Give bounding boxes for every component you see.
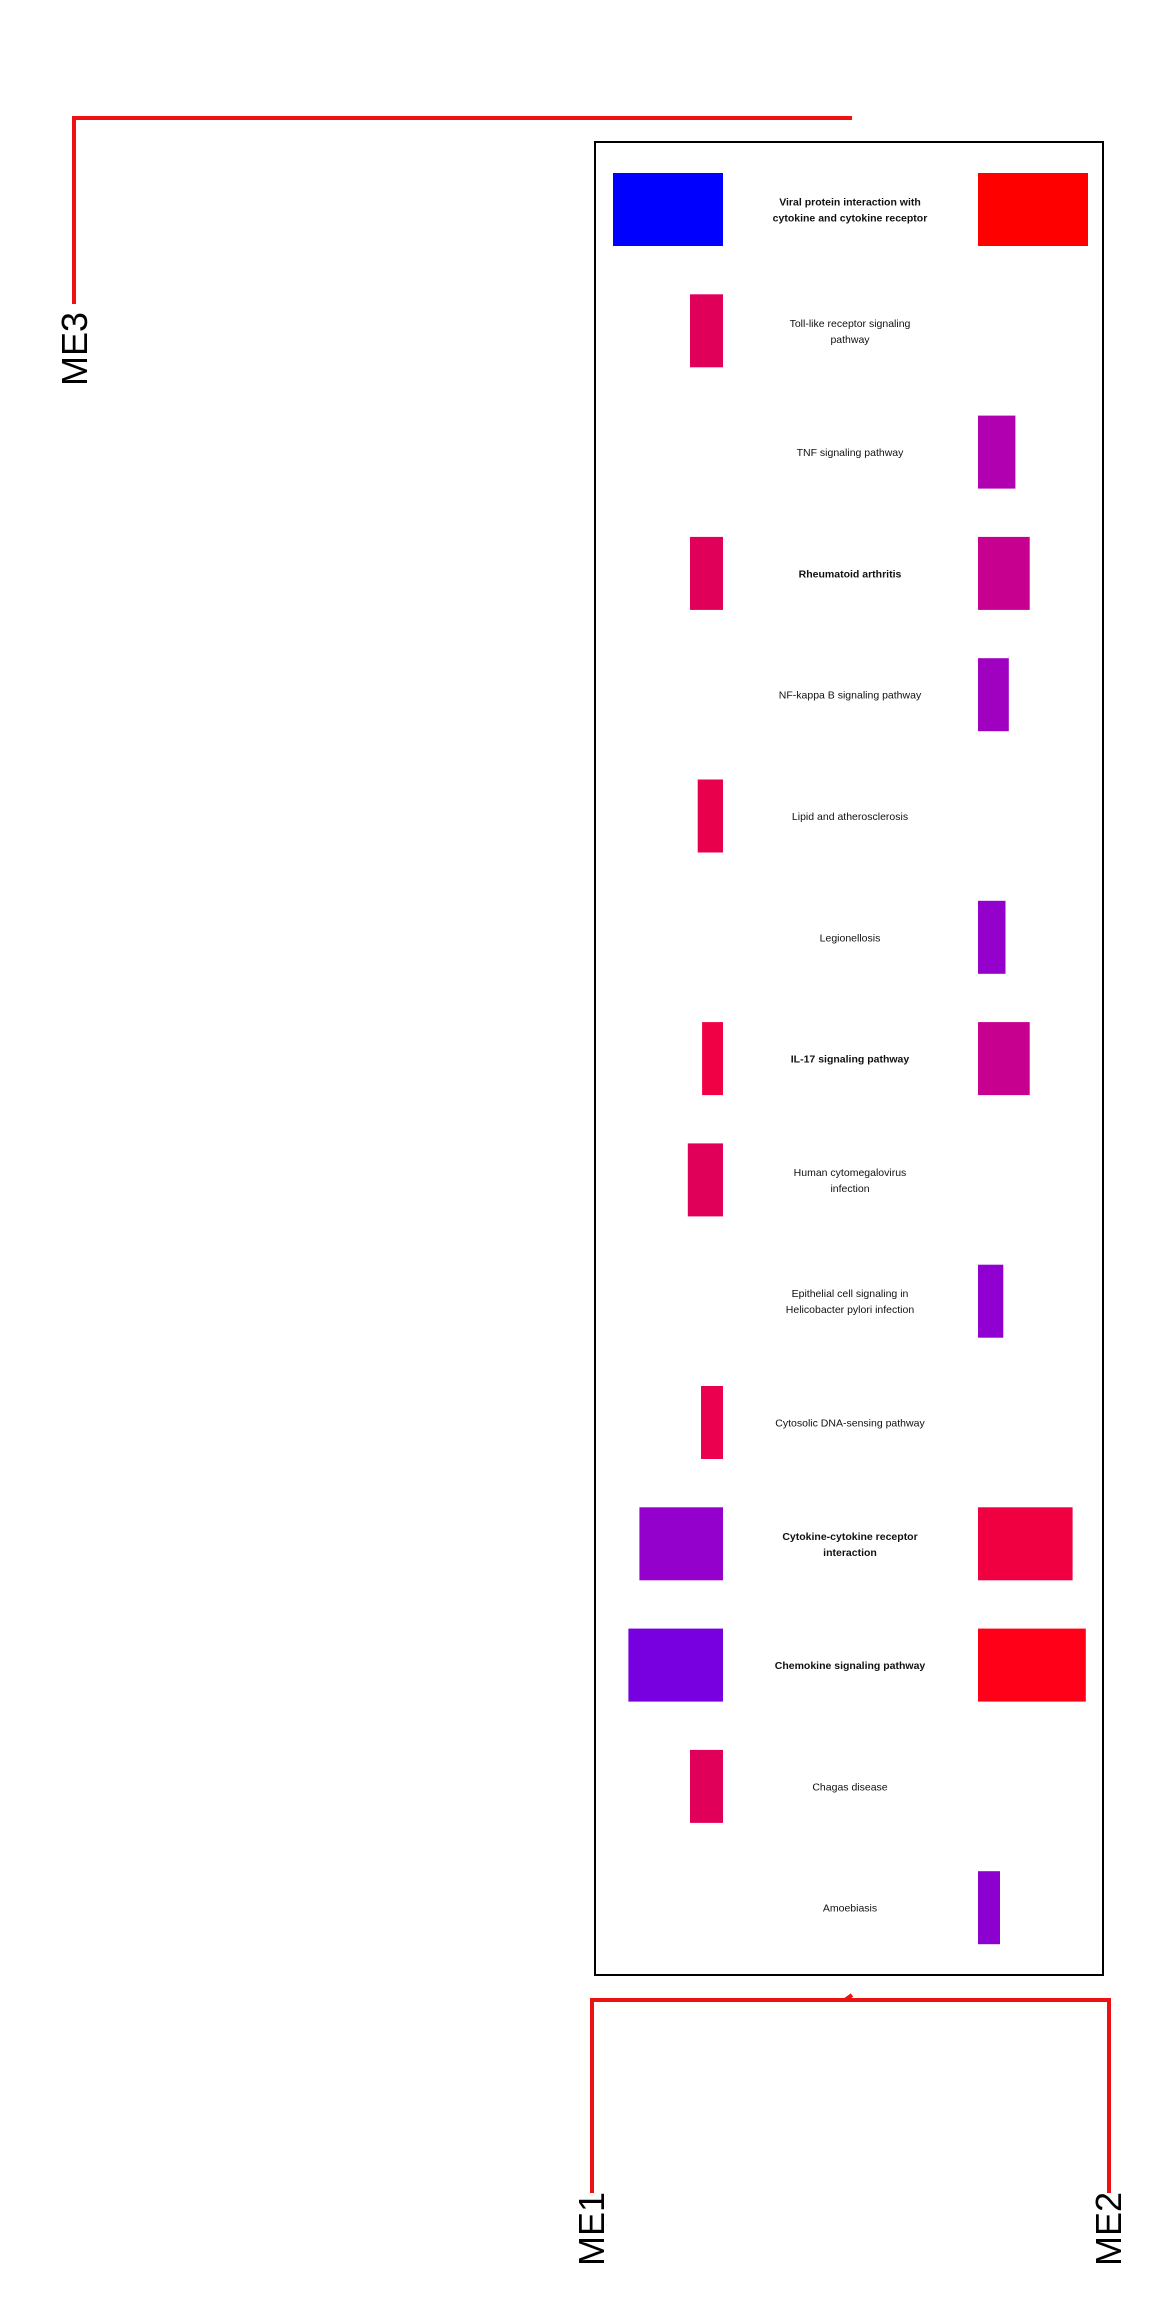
left-enrichment-bar [697,779,723,853]
dendrogram-branch-me1-me2 [590,1998,1111,2193]
left-enrichment-bar [639,1507,723,1581]
module-label-me1: ME1 [571,2192,612,2266]
left-enrichment-bar [613,173,723,246]
left-enrichment-bar [702,1022,723,1096]
pathway-row: Cytokine-cytokine receptor interaction [639,1507,1073,1581]
right-enrichment-bar [978,173,1088,246]
pathway-row: Toll-like receptor signaling pathway [690,294,911,368]
right-enrichment-bar [978,415,1016,489]
module-label-me3: ME3 [54,312,95,386]
pathway-label: Human cytomegalovirus [794,1167,907,1179]
pathway-rows: Viral protein interaction with cytokine a… [613,173,1088,1945]
right-enrichment-bar [978,1264,1004,1338]
pathway-row: Rheumatoid arthritis [690,536,1030,610]
left-enrichment-bar [690,536,723,610]
pathway-label: Lipid and atherosclerosis [792,811,908,823]
right-enrichment-bar [978,536,1030,610]
pathway-label: Cytosolic DNA-sensing pathway [775,1418,925,1430]
pathway-row: IL-17 signaling pathway [702,1022,1030,1096]
right-enrichment-bar [978,1507,1073,1581]
right-enrichment-bar [978,1628,1086,1702]
pathway-label: Helicobacter pylori infection [786,1304,915,1316]
module-dendrogram [72,116,1111,2193]
right-enrichment-bar [978,1871,1000,1945]
pathway-label: TNF signaling pathway [797,447,905,459]
pathway-label: Toll-like receptor signaling [790,318,911,330]
pathway-label: Amoebiasis [823,1903,877,1915]
pathway-row: Cytosolic DNA-sensing pathway [701,1386,925,1459]
pathway-row: Amoebiasis [823,1871,1000,1945]
pathway-label: cytokine and cytokine receptor [773,213,928,225]
pathway-row: NF-kappa B signaling pathway [779,658,1009,732]
pathway-row: Legionellosis [820,900,1006,974]
right-enrichment-bar [978,1022,1030,1096]
left-enrichment-bar [701,1386,723,1459]
pathway-row: Lipid and atherosclerosis [697,779,908,853]
dendrogram-branch-me3 [72,116,852,304]
pathway-row: TNF signaling pathway [797,415,1016,489]
left-enrichment-bar [690,1749,723,1823]
pathway-label: IL-17 signaling pathway [791,1054,910,1066]
pathway-label: Chagas disease [812,1781,887,1793]
module-labels: ME1 ME2 ME3 [54,312,1129,2266]
pathway-row: Human cytomegalovirus infection [687,1143,907,1217]
pathway-row: Epithelial cell signaling in Helicobacter… [786,1264,1004,1338]
pathway-label: infection [830,1183,869,1195]
right-enrichment-bar [978,900,1006,974]
pathway-label: Legionellosis [820,932,881,944]
pathway-label: Epithelial cell signaling in [792,1288,909,1300]
module-label-me2: ME2 [1088,2192,1129,2266]
pathway-label: Viral protein interaction with [779,197,921,209]
pathway-label: Rheumatoid arthritis [799,568,902,580]
pathway-row: Chemokine signaling pathway [628,1628,1086,1702]
right-enrichment-bar [978,658,1009,732]
pathway-row: Chagas disease [690,1749,888,1823]
pathway-label: NF-kappa B signaling pathway [779,690,922,702]
left-enrichment-bar [687,1143,723,1217]
pathway-label: Cytokine-cytokine receptor [782,1531,917,1543]
left-enrichment-bar [690,294,723,368]
pathway-label: pathway [830,334,870,346]
pathway-row: Viral protein interaction with cytokine a… [613,173,1088,246]
dendrogram-root-tick [843,1993,854,2002]
left-enrichment-bar [628,1628,723,1702]
pathway-label: interaction [823,1547,877,1559]
pathway-label: Chemokine signaling pathway [775,1660,926,1672]
heatmap-frame [594,141,1104,1976]
